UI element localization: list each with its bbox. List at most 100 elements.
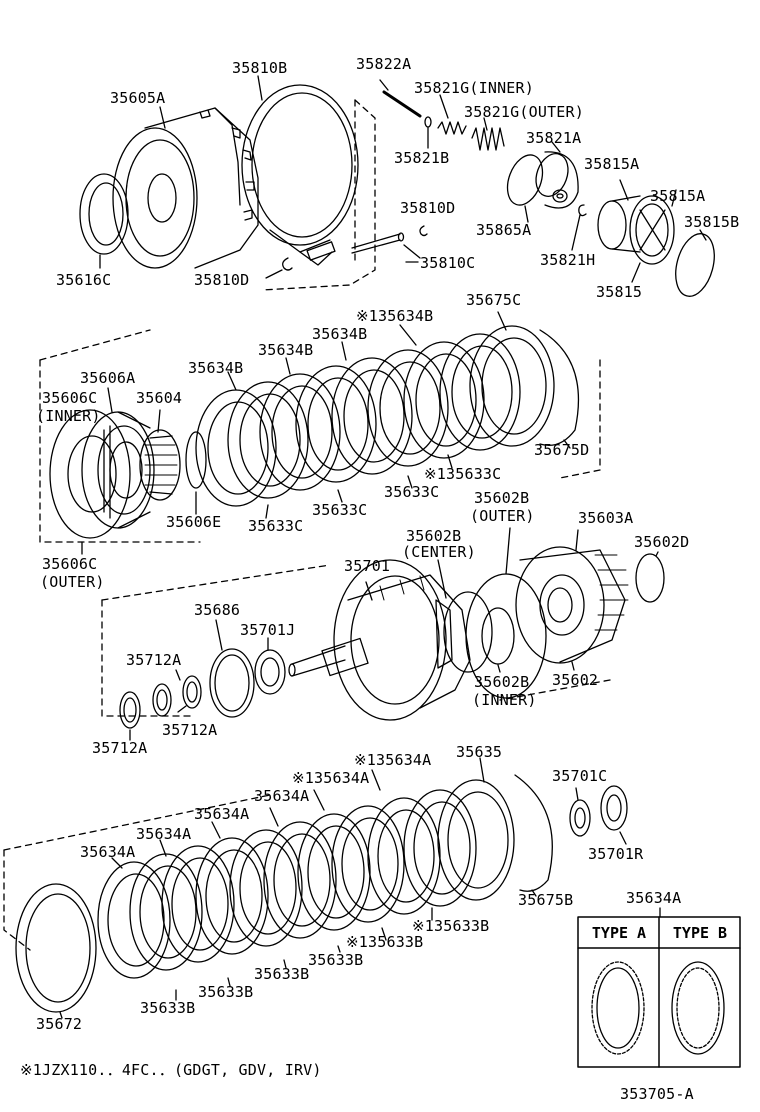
label-35602b-center-2: (CENTER) [402,543,476,561]
snap-ring-35606e [185,431,207,489]
label-35606c-outer-1: 35606C [42,555,98,573]
washer-35602b-center [443,591,493,673]
label-35675b: 35675B [518,891,574,909]
label-35633b-d: 35633B [140,999,196,1017]
piston-35821a [535,141,579,209]
label-35634a-a: 35634A [254,787,310,805]
clip-35810d-a [282,257,293,271]
o-ring-35865a [506,154,544,206]
label-35675c: 35675C [466,291,522,309]
label-35821h: 35821H [540,251,596,269]
diagram-reference: 353705-A [620,1085,694,1103]
label-35701r: 35701R [588,845,644,863]
label-35634a-b: 35634A [194,805,250,823]
snap-ring-35815b [675,233,715,297]
race-35701r [600,785,628,831]
label-35633c-a: 35633C [384,483,440,501]
label-35822a: 35822A [356,55,412,73]
label-35602b-outer-1: 35602B [474,489,530,507]
section-bottom-clutch [3,757,628,1019]
clutch-plates-a-stack [97,779,515,979]
label-35865a: 35865A [476,221,532,239]
ring-35686 [209,648,255,718]
pin-35810c [351,233,401,254]
clip-35810d-b [419,225,428,237]
washer-35602b-inner [481,607,515,665]
label-35815a-a: 35815A [584,155,640,173]
label-35821b: 35821B [394,149,450,167]
label-135633b-a: ※135633B [412,917,490,935]
flange-35672 [15,883,97,1013]
label-35712a-c: 35712A [92,739,148,757]
label-35701j: 35701J [240,621,296,639]
label-35810c: 35810C [420,254,476,272]
label-35701c: 35701C [552,767,608,785]
label-35672: 35672 [36,1015,83,1033]
label-35815b: 35815B [684,213,740,231]
clip-35821h [578,204,587,217]
label-35675d: 35675D [534,441,590,459]
washer-35712a-b [152,683,172,717]
brake-band-35810b [241,84,359,266]
washer-35712a-c [182,675,202,709]
label-35634b-a: 35634B [312,325,368,343]
label-35602d: 35602D [634,533,690,551]
footnote: ※1JZX110.．4FC.．(GDGT, GDV, IRV) [20,1061,322,1079]
bearing-35701c [569,799,591,837]
label-35686: 35686 [194,601,241,619]
spring-35821g-inner [437,121,467,135]
section-planetary [101,527,665,741]
pushrod-35822a [382,90,422,118]
drum-35701 [288,559,471,721]
section-top [79,75,715,297]
label-35810d-a: 35810D [194,271,250,289]
label-35821g-outer: 35821G(OUTER) [464,103,584,121]
label-35602b-outer-2: (OUTER) [470,507,535,525]
spring-retainer-35604 [139,429,181,501]
label-35633b-b: 35633B [254,965,310,983]
label-35810d-b: 35810D [400,199,456,217]
label-35616c: 35616C [56,271,112,289]
label-35635: 35635 [456,743,503,761]
label-35634b-b: 35634B [258,341,314,359]
label-35634b-c: 35634B [188,359,244,377]
label-35602b-inner-2: (INNER) [472,691,537,709]
piston-35606a [81,411,155,529]
type-table [577,907,741,1068]
servo-cylinder-35815a [597,179,677,265]
section-middle-clutch [39,311,601,555]
label-35606a: 35606A [80,369,136,387]
label-35633c-c: 35633C [248,517,304,535]
washer-35821b [424,116,432,128]
label-35606e: 35606E [166,513,222,531]
label-35634a-d: 35634A [80,843,136,861]
label-35606c-outer-2: (OUTER) [40,573,105,591]
label-135633b-b: ※135633B [346,933,424,951]
label-135633c: ※135633C [424,465,502,483]
label-35633b-a: 35633B [308,951,364,969]
snap-ring-35675d [539,329,580,447]
thrust-washer-35616c [79,173,129,255]
washer-35606c-outer [49,409,131,539]
label-35604: 35604 [136,389,183,407]
label-135634a-b: ※135634A [292,769,370,787]
label-35712a-b: 35712A [162,721,218,739]
label-35821g-inner: 35821G(INNER) [414,79,534,97]
label-35815: 35815 [596,283,643,301]
label-35633b-c: 35633B [198,983,254,1001]
table-header-type-b: TYPE B [672,924,728,942]
label-35701: 35701 [344,557,391,575]
label-35634a-c: 35634A [136,825,192,843]
label-135634a-a: ※135634A [354,751,432,769]
label-35602b-inner-1: 35602B [474,673,530,691]
label-35815a-b: 35815A [650,187,706,205]
label-35821a: 35821A [526,129,582,147]
label-35634a-table: 35634A [626,889,682,907]
bearing-35701j [254,649,286,695]
table-header-type-a: TYPE A [591,924,647,942]
drum-35605a [112,107,259,269]
label-35603a: 35603A [578,509,634,527]
clutch-plates-b-stack [195,325,555,507]
